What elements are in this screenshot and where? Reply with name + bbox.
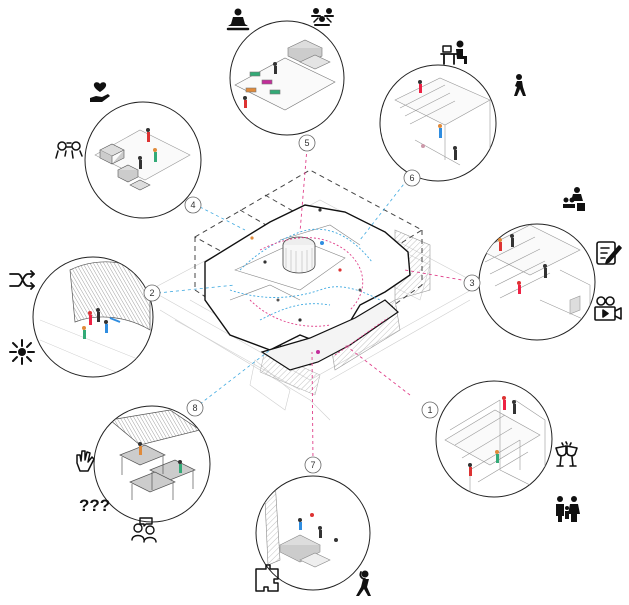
vignette-8 [94,406,210,522]
note-edit-icon [597,242,621,264]
eye-icon [10,340,34,364]
hand-gesture-icon [77,451,94,471]
vignette-7 [256,476,370,590]
number-badge-2: 2 [144,285,160,301]
number-badge-8: 8 [187,400,203,416]
toast-glasses-icon [556,442,577,466]
walking-person-icon [514,74,526,96]
vignette-2 [33,257,153,378]
desk-worker-icon [441,41,467,65]
svg-text:8: 8 [192,403,197,413]
svg-text:5: 5 [304,138,309,148]
svg-text:2: 2 [149,288,154,298]
svg-text:1: 1 [427,405,432,415]
vignette-6 [380,65,496,181]
conversation-icon [56,142,82,158]
vignette-4 [85,102,201,218]
vignette-5 [230,21,344,135]
number-badge-6: 6 [404,170,420,186]
svg-text:3: 3 [469,278,474,288]
number-badge-7: 7 [305,457,321,473]
number-badge-5: 5 [299,135,315,151]
vignette-3 [479,224,595,340]
heart-hand-icon [90,82,110,102]
group-meeting-icon [312,8,333,25]
svg-text:4: 4 [190,200,195,210]
meditation-icon [228,9,248,30]
shuffle-icon [10,271,34,289]
puzzle-path-icon [256,565,278,591]
questions-icon: ??? [79,496,110,515]
svg-text:7: 7 [310,460,315,470]
video-camera-icon [595,297,621,320]
number-badge-1: 1 [422,402,438,418]
presentation-icon [563,187,585,211]
svg-text:???: ??? [79,496,110,515]
relaxing-person-icon [356,571,371,597]
family-icon [556,496,580,522]
number-badge-3: 3 [464,275,480,291]
svg-text:6: 6 [409,173,414,183]
vignette-1 [436,381,552,500]
number-badge-4: 4 [185,197,201,213]
